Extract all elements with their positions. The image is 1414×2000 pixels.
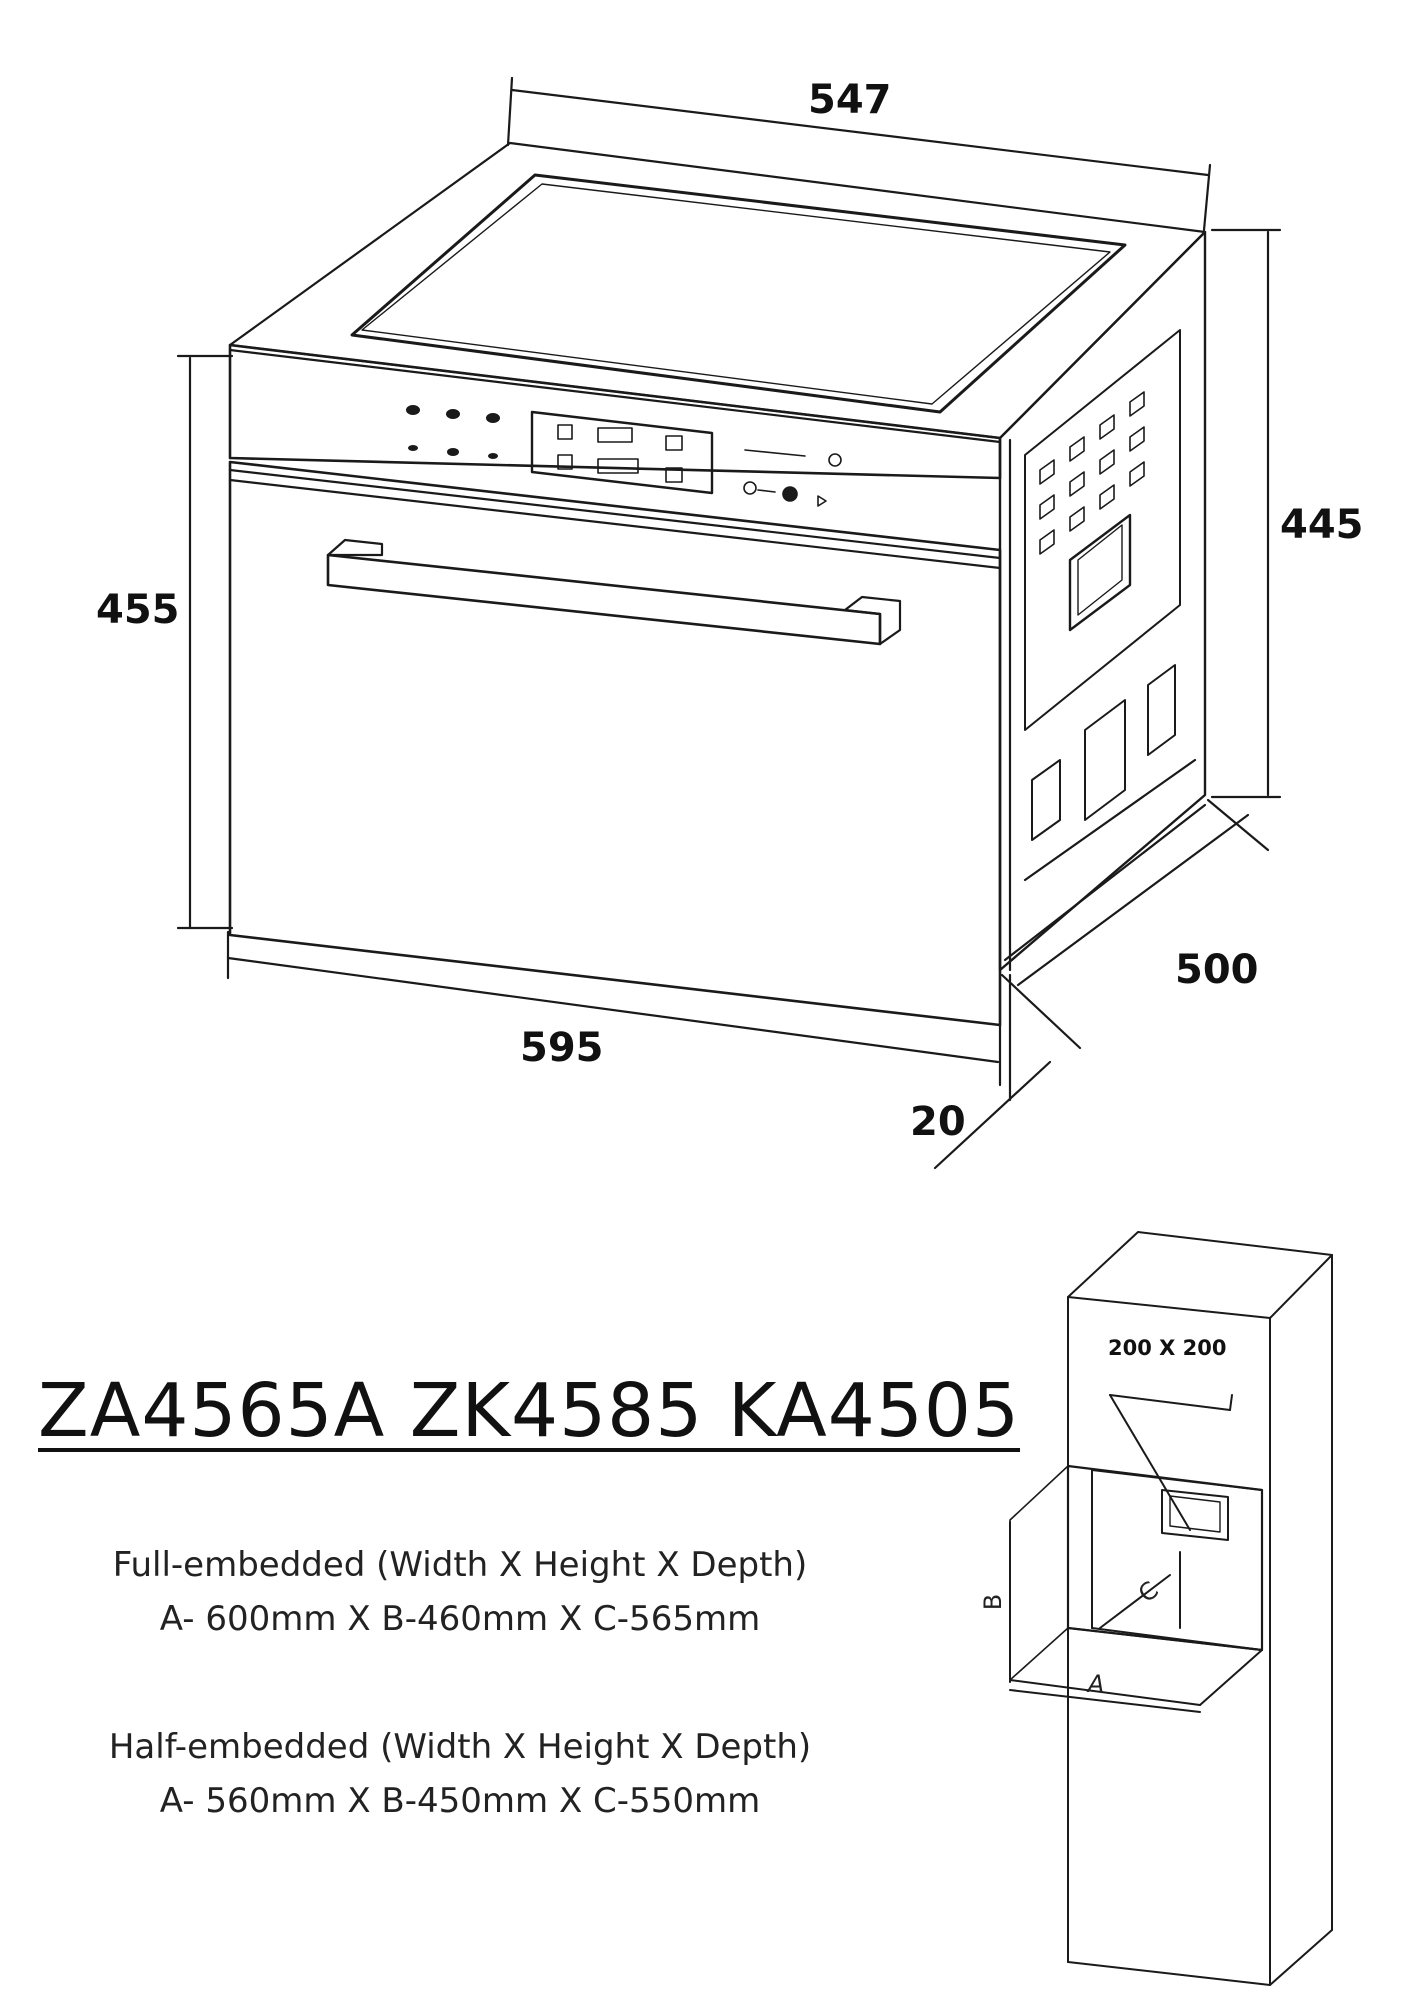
dim-label-445: 445: [1280, 502, 1364, 548]
cabinet-letter-b: B: [979, 1593, 1008, 1611]
full-embedded-title: Full-embedded (Width X Height X Depth): [112, 1545, 808, 1585]
dim-label-595: 595: [520, 1025, 604, 1071]
right-controls: [743, 449, 842, 507]
dim-label-500: 500: [1175, 947, 1259, 993]
model-title: ZA4565A ZK4585 KA4505: [38, 1368, 1021, 1454]
door-handle: [326, 553, 882, 646]
display-icons: [557, 424, 683, 483]
cabinet-drawing: [1009, 1231, 1333, 1986]
display-window: [530, 410, 714, 495]
dim-line-595: [226, 956, 1000, 1064]
vent-size-label: 200 X 200: [1108, 1336, 1227, 1360]
control-buttons: [406, 405, 500, 459]
dim-label-455: 455: [96, 587, 180, 633]
dim-label-547: 547: [808, 77, 892, 123]
full-embedded-values: A- 600mm X B-460mm X C-565mm: [159, 1599, 761, 1639]
half-embedded-title: Half-embedded (Width X Height X Depth): [108, 1727, 812, 1767]
dim-line-547: [510, 88, 1210, 177]
side-vents: [1039, 391, 1145, 555]
oven-top: [228, 141, 1207, 440]
half-embedded-values: A- 560mm X B-450mm X C-550mm: [159, 1781, 761, 1821]
dim-line-20: [933, 1060, 1052, 1170]
oven-side: [998, 230, 1207, 972]
dim-label-20: 20: [910, 1099, 966, 1145]
dim-line-500: [1016, 813, 1250, 987]
control-panel: [228, 343, 1002, 480]
oven-door: [228, 460, 1002, 1027]
